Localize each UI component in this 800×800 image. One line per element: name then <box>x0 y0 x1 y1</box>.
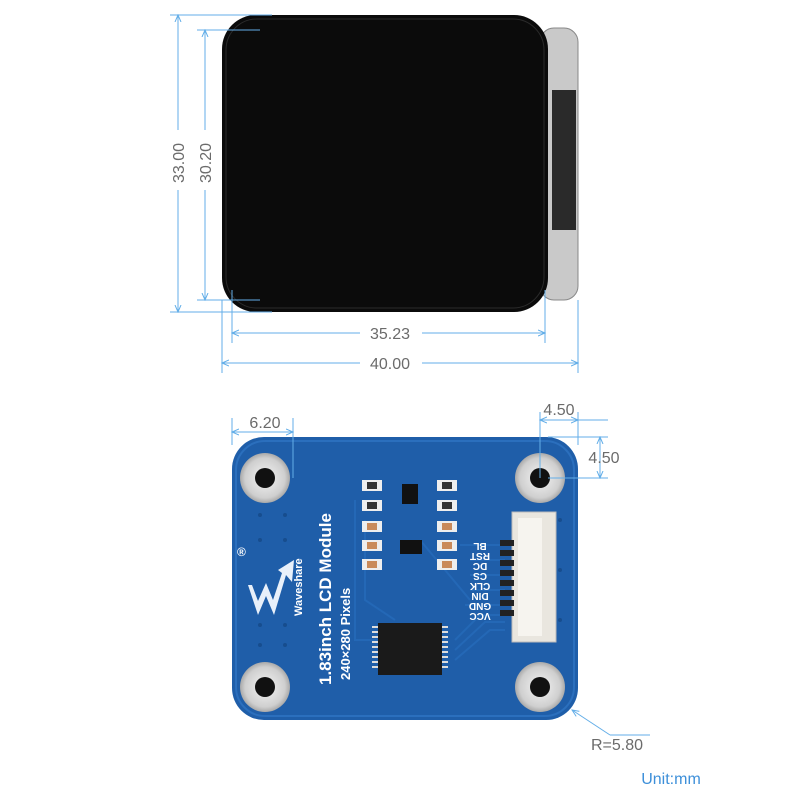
pcb-dimension-lines <box>232 412 650 736</box>
lcd-screen <box>222 15 548 312</box>
pin-label: VCC <box>469 610 490 621</box>
module-resolution: 240×280 Pixels <box>338 588 353 680</box>
pin-label: DIN <box>471 590 488 601</box>
pin-labels: BL RST DC CS CLK DIN GND VCC <box>469 540 491 621</box>
mounting-hole <box>240 453 290 503</box>
dim-hole-offset-top: 4.50 <box>543 402 574 419</box>
fpc-socket <box>500 511 557 643</box>
unit-label: Unit:mm <box>641 771 701 788</box>
pin-label: RST <box>470 550 490 561</box>
pcb-board: BL RST DC CS CLK DIN GND VCC ® Waveshare… <box>232 437 578 720</box>
pin-label: GND <box>469 600 491 611</box>
waveshare-logo: ® <box>237 545 294 615</box>
registered-mark: ® <box>237 545 246 559</box>
pin-label: BL <box>473 540 486 551</box>
dim-display-height: 30.20 <box>198 143 215 183</box>
dim-corner-radius: R=5.80 <box>591 737 643 754</box>
mounting-hole <box>515 662 565 712</box>
smd-components <box>362 480 457 675</box>
dim-hole-offset-right: 4.50 <box>588 450 619 467</box>
pin-label: CS <box>473 570 487 581</box>
brand-label: Waveshare <box>293 558 305 616</box>
pin-label: CLK <box>469 580 490 591</box>
module-title: 1.83inch LCD Module <box>316 513 335 685</box>
pin-label: DC <box>473 560 487 571</box>
dim-outer-width: 40.00 <box>370 356 410 373</box>
lcd-display <box>222 15 579 312</box>
dim-hole-offset-left: 6.20 <box>249 415 280 432</box>
mounting-hole <box>240 662 290 712</box>
dim-display-width: 35.23 <box>370 326 410 343</box>
driver-ic <box>378 623 442 675</box>
dim-outer-height: 33.00 <box>171 143 188 183</box>
fpc-connector <box>552 90 576 230</box>
